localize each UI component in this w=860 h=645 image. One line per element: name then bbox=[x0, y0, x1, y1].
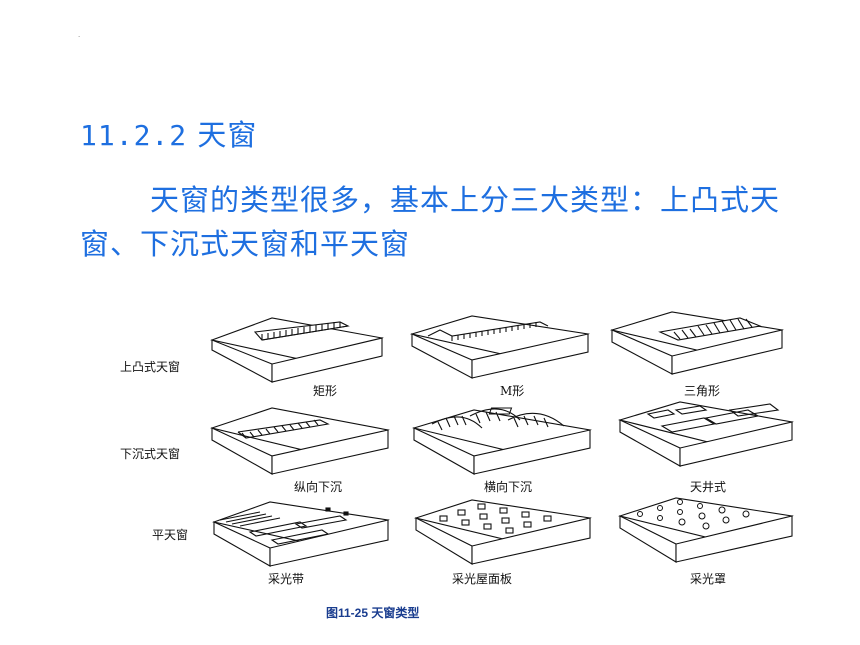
item-label-light-strip: 采光带 bbox=[268, 572, 305, 586]
row-label-sunken: 下沉式天窗 bbox=[120, 447, 181, 461]
roof-light-strip-illustration bbox=[212, 501, 390, 567]
row-label-flat: 平天窗 bbox=[152, 528, 189, 542]
roof-transverse-sunken-illustration bbox=[411, 408, 592, 475]
item-label-transverse-sunken: 横向下沉 bbox=[484, 480, 533, 494]
item-label-rectangular: 矩形 bbox=[313, 384, 338, 398]
figure-caption: 图11-25 天窗类型 bbox=[326, 606, 420, 620]
section-heading: 11.2.2 天窗 bbox=[80, 112, 257, 154]
item-label-triangular: 三角形 bbox=[684, 384, 721, 398]
roof-longitudinal-sunken-illustration bbox=[210, 407, 390, 475]
item-label-longitudinal-sunken: 纵向下沉 bbox=[294, 480, 343, 494]
item-label-light-dome: 采光罩 bbox=[690, 572, 727, 586]
roof-m-skylight-illustration bbox=[409, 315, 590, 379]
roof-triangular-skylight-illustration bbox=[609, 311, 784, 375]
intro-paragraph: 天窗的类型很多，基本上分三大类型：上凸式天窗、下沉式天窗和平天窗 bbox=[80, 183, 781, 261]
item-label-light-panel: 采光屋面板 bbox=[452, 572, 513, 586]
roof-well-skylight-illustration bbox=[488, 401, 794, 467]
roof-rectangular-skylight-illustration bbox=[210, 317, 384, 383]
item-label-m-shape: M形 bbox=[500, 384, 525, 398]
section-number: 11.2.2 bbox=[80, 119, 188, 152]
page-marker: . bbox=[78, 30, 81, 39]
row-label-raised: 上凸式天窗 bbox=[120, 360, 181, 374]
section-title: 天窗 bbox=[197, 118, 258, 152]
roof-light-panel-illustration bbox=[413, 499, 592, 565]
item-label-well: 天井式 bbox=[690, 480, 727, 494]
roof-light-dome-illustration bbox=[617, 497, 794, 563]
